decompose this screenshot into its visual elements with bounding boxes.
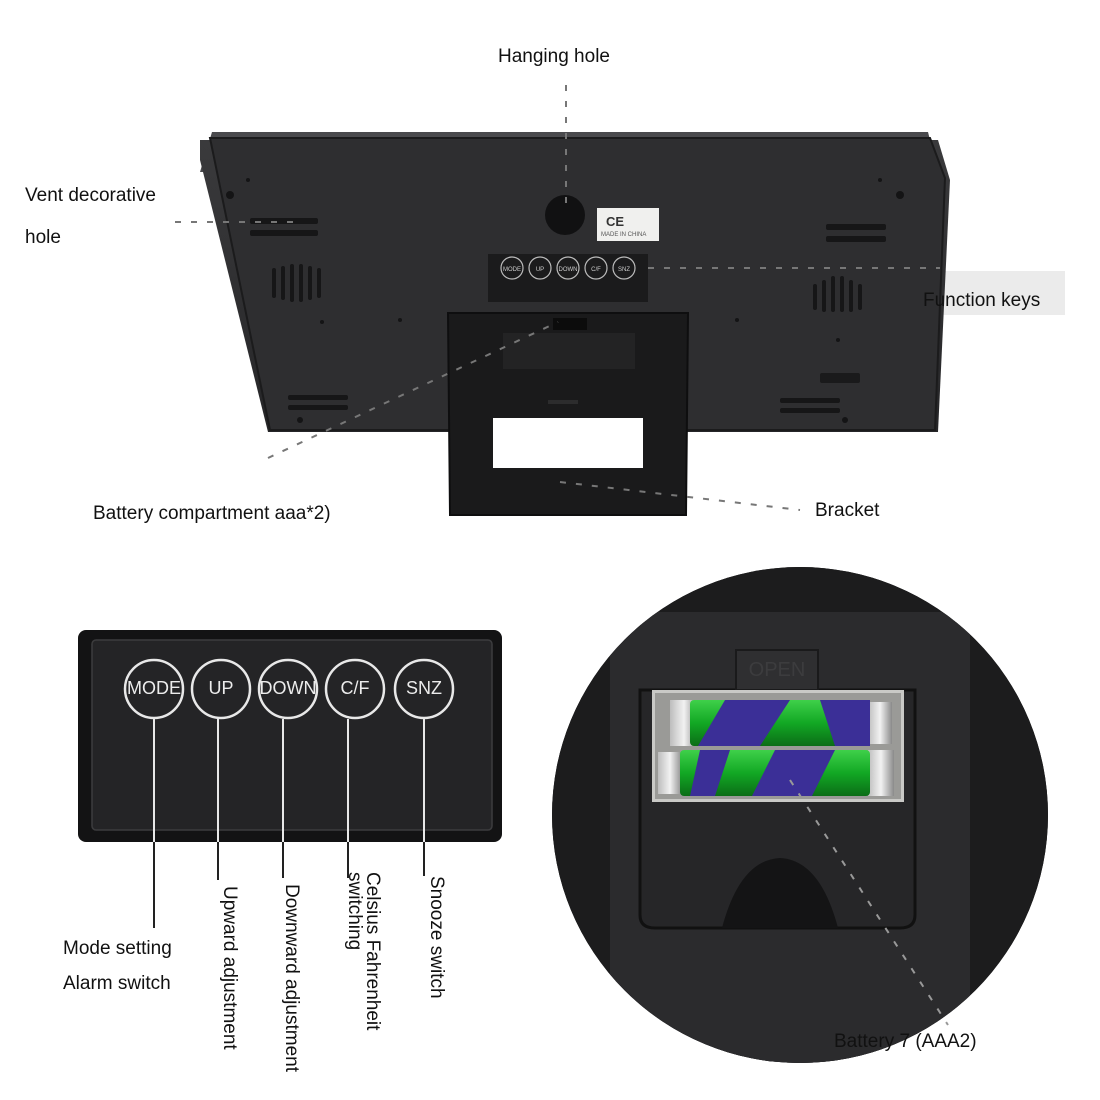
- hanging-hole-label: Hanging hole: [498, 46, 610, 67]
- alarm-switch-label: Alarm switch: [63, 973, 171, 994]
- cf-button-label: C/F: [340, 678, 370, 698]
- svg-text:DOWN: DOWN: [559, 267, 578, 273]
- svg-text:C/F: C/F: [591, 267, 601, 273]
- switching-label: switching: [343, 872, 365, 951]
- down-button-label: DOWN: [259, 678, 317, 698]
- button-panel: [78, 630, 502, 842]
- ce-label: [597, 208, 659, 241]
- mode-setting-label: Mode setting: [63, 938, 172, 959]
- vent-right: [780, 224, 886, 413]
- device-back-view: CE MADE IN CHINA MODE UP DOWN C/F SNZ: [200, 132, 950, 516]
- downward-adjustment-label: Downward adjustment: [280, 884, 302, 1072]
- mode-button-label: MODE: [127, 678, 181, 698]
- snz-button-label: SNZ: [406, 678, 442, 698]
- speaker-grille-right: [813, 276, 862, 312]
- hanging-hole-icon: [545, 195, 585, 235]
- svg-text:CE: CE: [606, 214, 624, 229]
- bracket-label: Bracket: [815, 500, 880, 521]
- up-button-label: UP: [208, 678, 234, 698]
- battery-closeup: OPEN: [552, 567, 1048, 1063]
- upward-adjustment-label: Upward adjustment: [218, 886, 240, 1050]
- small-key-panel: [500, 256, 636, 280]
- speaker-grille-left: [272, 264, 321, 302]
- bracket: [446, 312, 690, 516]
- svg-text:MODE: MODE: [503, 267, 521, 273]
- celsius-fahrenheit-label: Celsius Fahrenheit: [361, 872, 383, 1031]
- snooze-switch-label: Snooze switch: [425, 876, 447, 999]
- svg-text:SNZ: SNZ: [618, 267, 630, 273]
- vent-hole-label-line2: hole: [25, 227, 61, 248]
- svg-text:MADE IN CHINA: MADE IN CHINA: [601, 232, 646, 238]
- vent-left: [250, 218, 348, 410]
- battery-7-label: Battery 7 (AAA2): [834, 1031, 977, 1052]
- function-keys-label: Function keys: [923, 290, 1041, 311]
- battery-compartment-label: Battery compartment aaa*2): [93, 503, 331, 524]
- svg-text:UP: UP: [536, 267, 544, 273]
- vent-hole-label-line1: Vent decorative: [25, 185, 156, 206]
- svg-text:OPEN: OPEN: [749, 659, 806, 681]
